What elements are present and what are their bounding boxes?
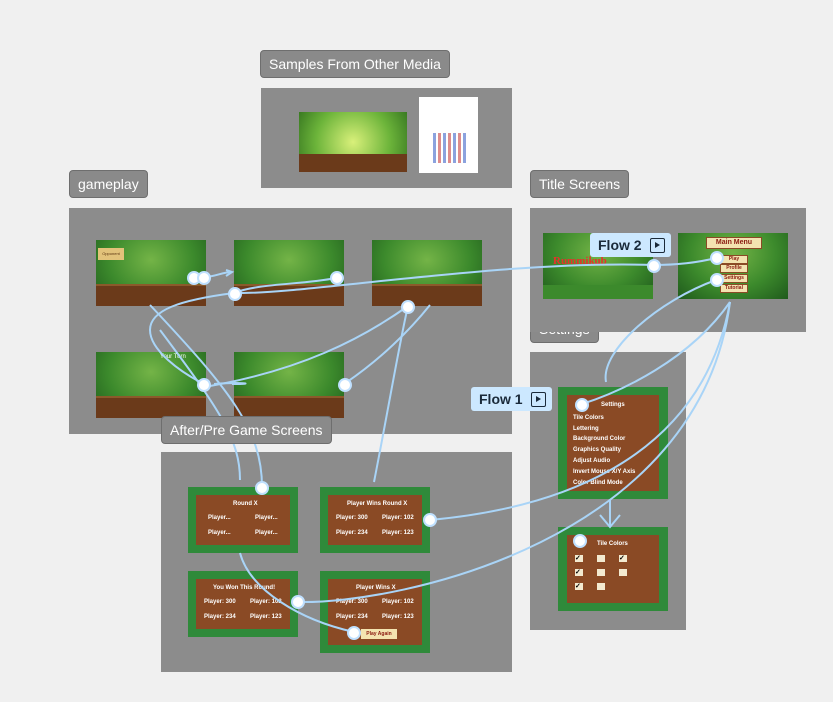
flow-node[interactable] — [347, 626, 361, 640]
flow-node[interactable] — [197, 271, 211, 285]
score-text: Player: 234 — [336, 530, 368, 536]
score-text: Player: 123 — [250, 614, 282, 620]
score-text: Player... — [255, 530, 278, 536]
gameplay-label[interactable]: gameplay — [69, 170, 148, 198]
gameplay-screen-2[interactable] — [234, 240, 344, 306]
setting-item[interactable]: Invert Mouse X/Y Axis — [573, 469, 636, 475]
score-text: Player... — [208, 515, 231, 521]
flow-node[interactable] — [710, 273, 724, 287]
after-pre-label[interactable]: After/Pre Game Screens — [161, 416, 332, 444]
score-text: Player: 123 — [382, 614, 414, 620]
checkbox-icon[interactable] — [597, 569, 605, 576]
you-won-title: You Won This Round! — [213, 585, 276, 591]
player-wins-x-title: Player Wins X — [356, 585, 396, 591]
flow-2-label: Flow 2 — [598, 237, 642, 253]
flow-node[interactable] — [647, 259, 661, 273]
play-flow-icon[interactable] — [530, 391, 546, 407]
sample-game-image — [299, 112, 407, 172]
gameplay-screen-5[interactable] — [234, 352, 344, 418]
checkbox-checked-icon[interactable]: ✓ — [619, 555, 627, 562]
checkbox-icon[interactable] — [597, 555, 605, 562]
checkbox-checked-icon[interactable]: ✓ — [575, 583, 583, 590]
samples-label[interactable]: Samples From Other Media — [260, 50, 450, 78]
setting-item[interactable]: Tile Colors — [573, 415, 604, 421]
play-button[interactable]: Play — [720, 255, 748, 264]
main-menu-screen[interactable]: Main Menu Play Profile Settings Tutorial — [678, 233, 788, 299]
checkbox-checked-icon[interactable]: ✓ — [575, 569, 583, 576]
title-screens-label[interactable]: Title Screens — [530, 170, 630, 198]
player-wins-round-title: Player Wins Round X — [347, 501, 408, 507]
flow-node[interactable] — [573, 534, 587, 548]
flow-node[interactable] — [423, 513, 437, 527]
your-turn-caption: Your Turn — [160, 354, 186, 360]
flow-node[interactable] — [401, 300, 415, 314]
gameplay-screen-3[interactable] — [372, 240, 482, 306]
checkbox-checked-icon[interactable]: ✓ — [575, 555, 583, 562]
score-text: Player: 300 — [204, 599, 236, 605]
settings-button[interactable]: Settings — [720, 274, 748, 283]
sample-rules-document — [419, 97, 478, 173]
player-wins-round-screen[interactable]: Player Wins Round X Player: 300 Player: … — [320, 487, 430, 553]
setting-item[interactable]: Graphics Quality — [573, 447, 622, 453]
tile-colors-title: Tile Colors — [597, 541, 628, 547]
round-x-screen[interactable]: Round X Player... Player... Player... Pl… — [188, 487, 298, 553]
score-text: Player... — [208, 530, 231, 536]
settings-title: Settings — [601, 402, 625, 408]
main-menu-title: Main Menu — [706, 237, 762, 249]
you-won-screen[interactable]: You Won This Round! Player: 300 Player: … — [188, 571, 298, 637]
flow-1-label: Flow 1 — [479, 391, 523, 407]
checkbox-icon[interactable] — [619, 569, 627, 576]
gameplay-screen-4[interactable]: Your Turn — [96, 352, 206, 418]
score-text: Player: 300 — [336, 599, 368, 605]
flow-1-badge[interactable]: Flow 1 — [471, 387, 552, 411]
samples-frame[interactable] — [261, 88, 512, 188]
flow-node[interactable] — [710, 251, 724, 265]
score-text: Player: 102 — [382, 515, 414, 521]
score-text: Player: 300 — [336, 515, 368, 521]
flow-node[interactable] — [197, 378, 211, 392]
score-text: Player: 234 — [336, 614, 368, 620]
tutorial-button[interactable]: Tutorial — [720, 284, 748, 293]
setting-item[interactable]: Background Color — [573, 436, 626, 442]
score-text: Player: 102 — [382, 599, 414, 605]
player-wins-x-screen[interactable]: Player Wins X Player: 300 Player: 102 Pl… — [320, 571, 430, 653]
flow-2-badge[interactable]: Flow 2 — [590, 233, 671, 257]
play-again-button[interactable]: Play Again — [360, 628, 398, 640]
flow-node[interactable] — [338, 378, 352, 392]
score-text: Player... — [255, 515, 278, 521]
profile-button[interactable]: Profile — [720, 264, 748, 273]
score-text: Player: 123 — [382, 530, 414, 536]
flow-node[interactable] — [228, 287, 242, 301]
play-flow-icon[interactable] — [649, 237, 665, 253]
score-text: Player: 234 — [204, 614, 236, 620]
flow-node[interactable] — [575, 398, 589, 412]
setting-item[interactable]: Lettering — [573, 426, 599, 432]
flow-node[interactable] — [255, 481, 269, 495]
setting-item[interactable]: Color Blind Mode — [573, 480, 623, 486]
opponent-badge: Opponent — [98, 248, 124, 260]
flow-node[interactable] — [330, 271, 344, 285]
setting-item[interactable]: Adjust Audio — [573, 458, 611, 464]
score-text: Player: 102 — [250, 599, 282, 605]
flow-node[interactable] — [291, 595, 305, 609]
checkbox-icon[interactable] — [597, 583, 605, 590]
round-x-title: Round X — [233, 501, 258, 507]
